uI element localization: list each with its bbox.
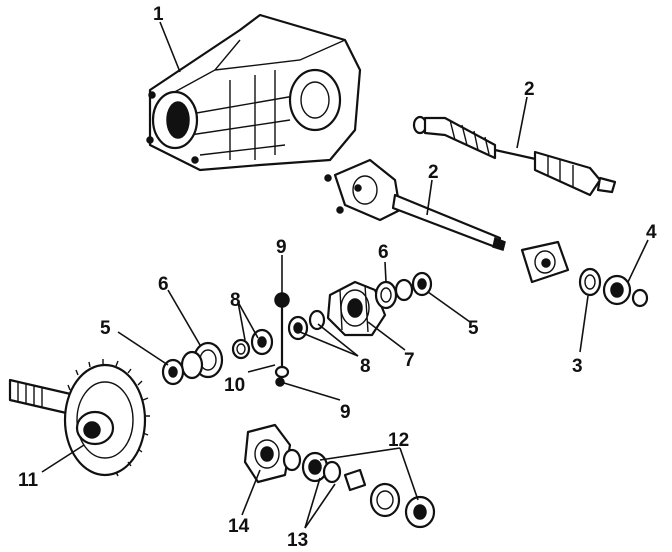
- cross-shaft-part-9-10: [274, 292, 290, 387]
- outer-ring-part-3: [578, 267, 602, 297]
- cv-axle-shaft-upper: [412, 115, 617, 197]
- callout-case: 7: [404, 350, 415, 371]
- callout-shaft-top: 9: [276, 237, 287, 258]
- callout-shaft-pin: 10: [224, 375, 245, 396]
- seal-part-5-left: [161, 358, 185, 386]
- callout-seal-left: 5: [100, 318, 111, 339]
- callout-axle-shaft-upper: 2: [524, 79, 535, 100]
- callout-bearing-right: 6: [378, 242, 389, 263]
- leader-lines: [41, 21, 649, 529]
- callout-outer-ring-right: 3: [572, 356, 583, 377]
- callout-races: 13: [287, 530, 308, 551]
- callout-pinion-gears-left: 8: [230, 290, 241, 311]
- cover-plate-part-14: [243, 423, 302, 484]
- callout-bearing-left: 6: [158, 274, 169, 295]
- seal-part-5-right: [394, 271, 433, 302]
- axle-shaft-with-flange: [324, 158, 506, 251]
- callout-cover: 14: [228, 516, 250, 537]
- differential-housing: [146, 13, 362, 172]
- pinion-bearings-part-12-13: [301, 451, 436, 529]
- seal-part-4: [602, 274, 649, 308]
- callout-ring-gear: 11: [18, 470, 39, 491]
- callout-shaft-bottom: 9: [340, 402, 351, 423]
- flange-plate: [520, 240, 570, 284]
- bearing-part-6-left: [180, 341, 224, 380]
- ring-and-pinion-gear-part-11: [8, 359, 150, 477]
- differential-case-part-7: [326, 280, 387, 337]
- callout-seal-right: 4: [646, 222, 657, 243]
- callout-seal-right-mid: 5: [468, 318, 479, 339]
- callout-labels: 1 2 2 4 3 6 5 7 9 8 8 10 9 6 5 11 12 13 …: [18, 4, 657, 551]
- bearing-part-6-right: [374, 280, 398, 310]
- pinion-gears-part-8: [231, 328, 274, 360]
- callout-side-gears-right: 8: [360, 356, 371, 377]
- callout-housing: 1: [153, 4, 164, 25]
- callout-axle-shaft-middle: 2: [428, 162, 439, 183]
- callout-pinion-bearings: 12: [388, 430, 409, 451]
